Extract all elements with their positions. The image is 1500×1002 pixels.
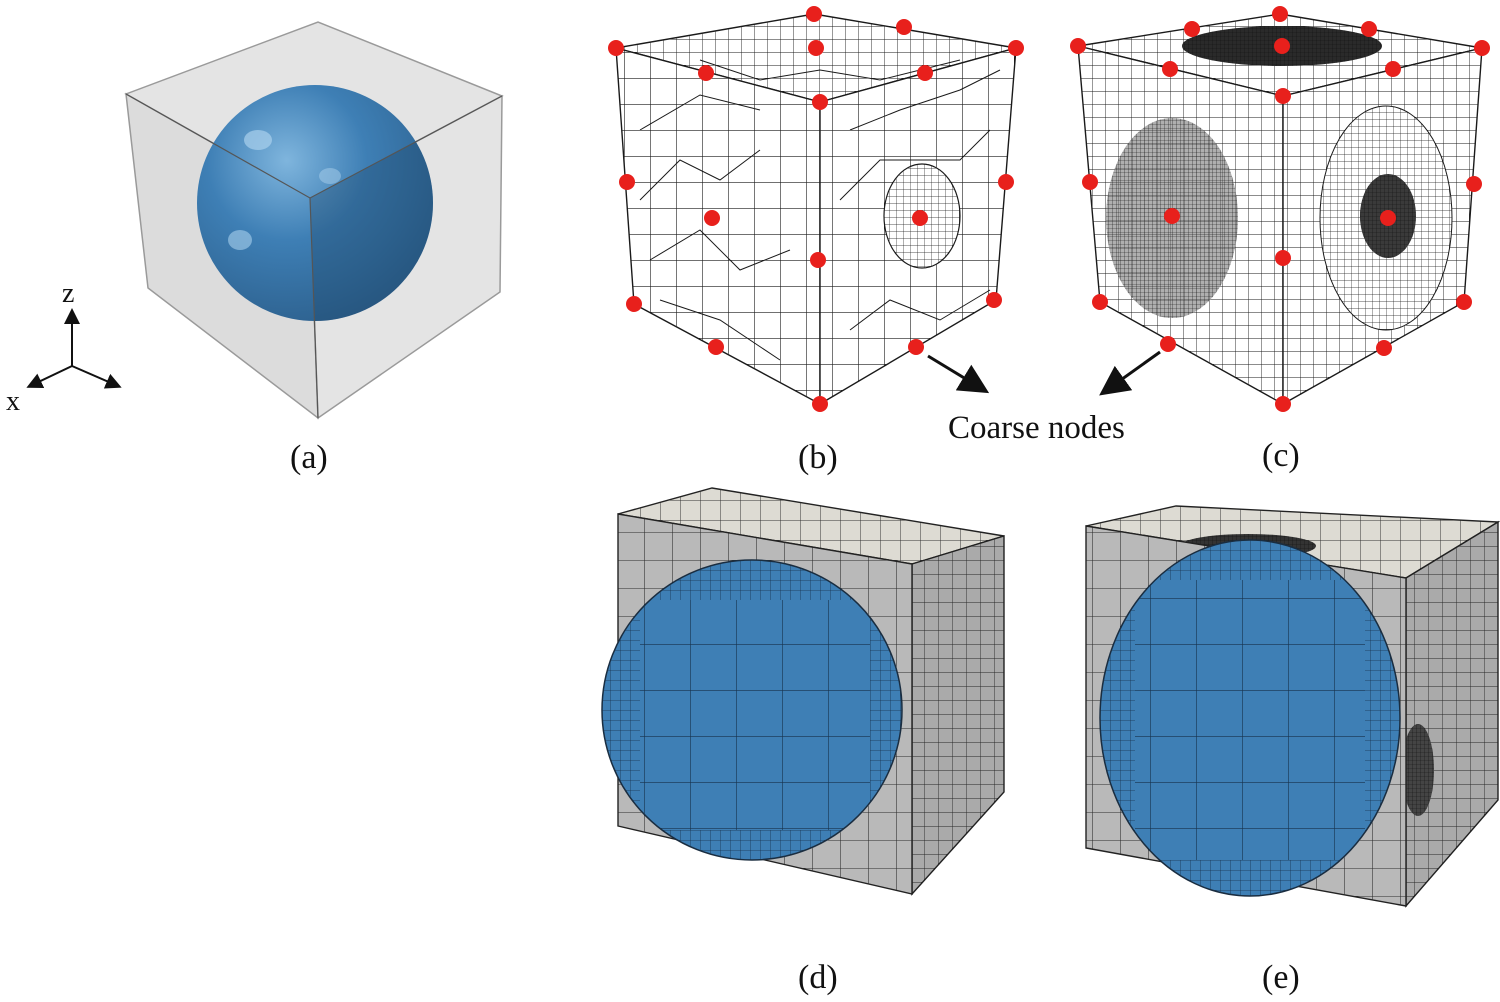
panel-a-label: (a) — [290, 439, 328, 476]
xyz-triad-icon: z x — [6, 278, 122, 417]
axis-z-label: z — [62, 278, 74, 309]
panel-d: (d) — [601, 487, 1005, 996]
sphere-section — [1099, 539, 1401, 897]
mesh-diagonals — [639, 59, 1001, 361]
arrow-icon — [1099, 350, 1161, 396]
panel-c: (c) — [1070, 6, 1490, 474]
panel-e-label: (e) — [1262, 959, 1300, 996]
arrow-icon — [927, 354, 990, 394]
sphere-shading — [310, 96, 433, 321]
sphere-section — [601, 559, 903, 861]
panel-b-label: (b) — [798, 439, 838, 476]
panel-c-label: (c) — [1262, 437, 1300, 474]
panel-d-label: (d) — [798, 959, 838, 996]
panel-b: (b) — [608, 6, 1024, 476]
axis-x-label: x — [6, 386, 20, 417]
coarse-nodes-annotation: Coarse nodes — [927, 350, 1161, 446]
coarse-nodes — [608, 6, 1024, 412]
coarse-nodes-label: Coarse nodes — [948, 410, 1125, 446]
panel-a: z x (a) — [6, 21, 504, 476]
coarse-nodes — [1070, 6, 1490, 412]
panel-e: (e) — [1085, 505, 1500, 996]
